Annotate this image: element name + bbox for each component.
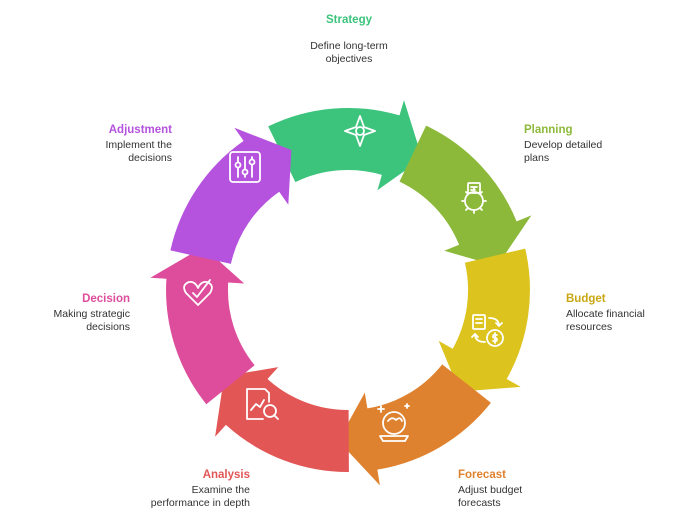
- step-desc-strategy-line1: Define long-term: [310, 40, 388, 52]
- step-title-analysis: Analysis: [202, 469, 250, 481]
- step-title-planning: Planning: [524, 124, 573, 136]
- crystal-ball-icon: [377, 403, 410, 442]
- step-title-decision: Decision: [82, 293, 130, 305]
- step-desc-analysis-line2: performance in depth: [150, 497, 250, 509]
- gear-plan-icon: [461, 182, 487, 214]
- tools-adjust-icon: [229, 151, 261, 183]
- step-title-budget: Budget: [566, 293, 606, 305]
- step-label-adjustment: Adjustment Implement the decisions: [40, 123, 172, 165]
- arrow-segment-forecast: [338, 364, 491, 486]
- step-desc-budget-line1: Allocate financial: [566, 308, 645, 320]
- step-label-budget: Budget Allocate financial resources: [566, 292, 691, 334]
- arrow-segment-analysis: [215, 367, 349, 473]
- money-exchange-icon: [471, 314, 504, 347]
- step-desc-budget-line2: resources: [566, 321, 613, 333]
- step-desc-planning-line2: plans: [524, 152, 550, 164]
- arrow-segment-planning: [399, 125, 532, 266]
- step-title-adjustment: Adjustment: [108, 124, 172, 136]
- step-label-analysis: Analysis Examine the performance in dept…: [110, 468, 250, 510]
- step-label-planning: Planning Develop detailed plans: [524, 123, 674, 165]
- step-desc-decision-line2: decisions: [86, 321, 130, 333]
- step-desc-analysis-line1: Examine the: [191, 484, 250, 496]
- step-label-strategy: Strategy Define long-term objectives: [279, 13, 419, 66]
- step-title-forecast: Forecast: [458, 469, 506, 481]
- arrow-segment-decision: [150, 246, 255, 405]
- step-desc-adjustment-line1: Implement the: [105, 139, 172, 151]
- step-desc-planning-line1: Develop detailed: [524, 139, 603, 151]
- heart-check-icon: [183, 279, 213, 306]
- step-desc-decision-line1: Making strategic: [53, 308, 130, 320]
- report-search-icon: [246, 388, 279, 420]
- step-label-decision: Decision Making strategic decisions: [10, 292, 130, 334]
- arrow-segment-strategy: [268, 100, 423, 191]
- step-desc-strategy-line2: objectives: [325, 53, 373, 65]
- arrow-segment-adjustment: [170, 127, 292, 264]
- step-desc-adjustment-line2: decisions: [128, 152, 172, 164]
- step-title-strategy: Strategy: [325, 14, 373, 26]
- step-label-forecast: Forecast Adjust budget forecasts: [458, 468, 598, 510]
- step-desc-forecast-line1: Adjust budget: [458, 484, 523, 496]
- compass-star-icon: [344, 115, 376, 147]
- step-desc-forecast-line2: forecasts: [458, 497, 501, 509]
